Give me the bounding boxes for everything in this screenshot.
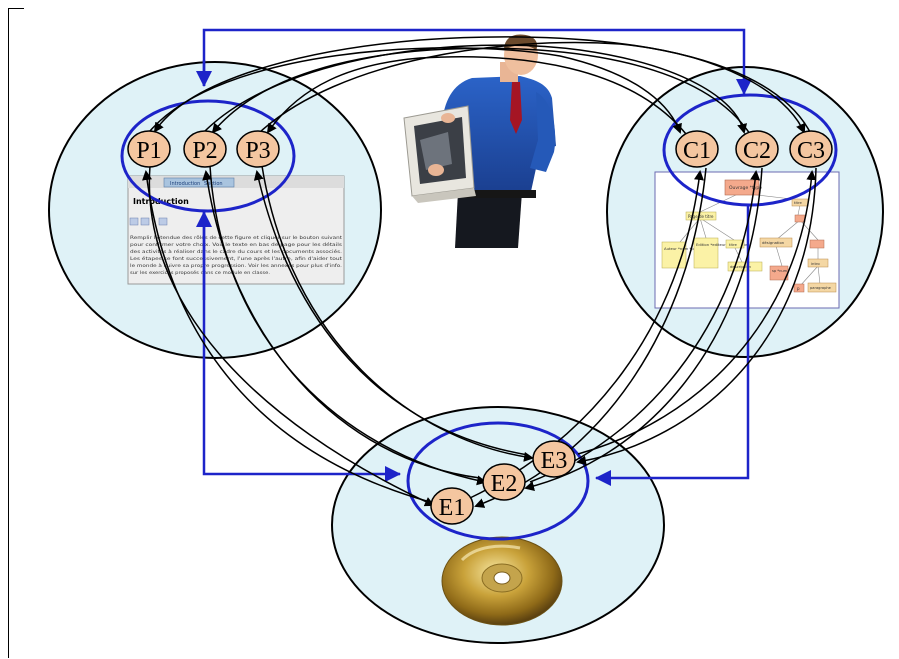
cmap-box-11: p	[797, 286, 800, 291]
frame-left-border	[8, 8, 9, 658]
blue-connectors	[196, 28, 752, 486]
node-c3: C3	[789, 130, 833, 168]
node-e2-label: E2	[491, 471, 518, 497]
node-c2: C2	[735, 130, 779, 168]
link-c3-p1	[153, 36, 811, 133]
cmap-box-9: intro	[811, 261, 820, 266]
node-p2: P2	[183, 130, 227, 168]
link-p1-e1	[148, 165, 435, 507]
frame-top-border	[8, 8, 24, 9]
node-p3-label: P3	[245, 138, 270, 164]
link-p3-c3	[259, 41, 806, 134]
cmap-box-6: titre	[729, 242, 738, 247]
concept-nodes-ellipse	[662, 93, 838, 207]
link-p2-c2	[203, 44, 748, 134]
node-e3-label: E3	[541, 448, 568, 474]
node-c3-label: C3	[797, 138, 825, 164]
node-e1: E1	[430, 487, 474, 525]
thumb-body-line-6: sur les exercices proposés dans ce modul…	[130, 270, 270, 275]
thumb-body-line-3: des activités à réaliser dans le cadre d…	[130, 249, 342, 254]
cmap-box-8: sp *num	[772, 269, 788, 273]
thumb-body-line-5: le monde à suivre sa propre progression.…	[130, 263, 342, 268]
cmap-box-1: Ouvrage *type	[729, 185, 762, 191]
black-links	[142, 36, 817, 508]
link-e2-p2	[202, 170, 481, 479]
node-c1-label: C1	[683, 138, 711, 164]
cmap-box-3: titre	[794, 200, 803, 205]
node-p3: P3	[236, 130, 280, 168]
thumb-body-line-4: Les étapes se font successivement, l'une…	[130, 256, 343, 261]
cmap-box-2: Page de titre	[688, 214, 714, 219]
top-blue-connector	[202, 28, 752, 95]
node-e3: E3	[532, 440, 576, 478]
link-c3-e3	[576, 167, 817, 466]
node-p1: P1	[127, 130, 171, 168]
link-e3-p3	[253, 170, 529, 456]
node-e1-label: E1	[439, 495, 466, 521]
thumb-body-line-1: Remplir l'étendue des rôles de cette fig…	[130, 235, 342, 240]
link-c1-p3	[266, 56, 687, 135]
node-e2: E2	[482, 463, 526, 501]
exercise-nodes-ellipse	[406, 421, 590, 541]
cmap-box-10: description	[730, 264, 752, 269]
right-blue-connector	[595, 206, 750, 486]
exercise-group	[331, 406, 665, 644]
node-c1: C1	[675, 130, 719, 168]
cmap-box-7: désignation	[762, 240, 785, 245]
link-p1-c1	[149, 47, 682, 134]
link-e3-c3	[577, 170, 817, 455]
thumb-body-line-2: pour confirmer votre choix. Voir le text…	[130, 242, 342, 247]
link-p3-e3	[261, 165, 534, 462]
node-p1-label: P1	[136, 138, 161, 164]
person-with-monitor-image	[403, 34, 556, 248]
cmap-box-12: paragraphe	[810, 286, 832, 290]
presentation-thumbnail: Introduction Section Introduction Rempli…	[127, 175, 345, 285]
thumb-tab-2: Section	[204, 181, 223, 187]
node-p2-label: P2	[192, 138, 217, 164]
cmap-box-4: Auteur *nom *prenom	[664, 246, 706, 251]
cmap-box-5: Edition *editeur *lieu *date	[696, 242, 748, 247]
cd-disc-image	[441, 536, 563, 626]
thumb-tab-1: Introduction	[170, 181, 200, 187]
node-c2-label: C2	[743, 138, 771, 164]
link-c2-e2	[524, 167, 763, 491]
link-e1-p1	[142, 170, 431, 503]
